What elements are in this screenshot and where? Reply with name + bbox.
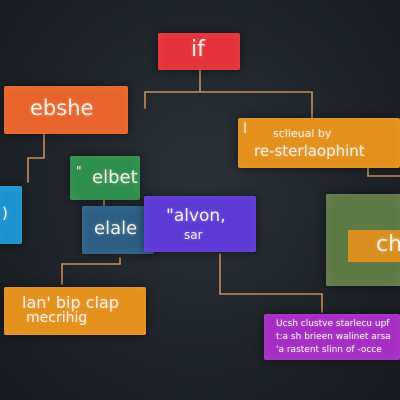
condition-line-1: sclieual by <box>273 127 332 140</box>
condition-prefix: I <box>243 121 248 137</box>
connector-cond-right <box>367 167 400 177</box>
alvon-line-1: "alvon, <box>166 206 226 226</box>
if-label: if <box>191 37 205 62</box>
lan-node[interactable]: lan' bip clap mecrihig <box>4 287 146 335</box>
ush-line-2: t:a sh brieen walinet arsa <box>276 332 391 342</box>
ush-line-1: Ucsh clustve starlecu upf <box>276 319 390 329</box>
ch-label: ch <box>376 232 400 257</box>
ush-node[interactable]: Ucsh clustve starlecu upf t:a sh brieen … <box>264 314 400 360</box>
elbet-mark: " <box>76 164 82 178</box>
elbet-label: elbet <box>92 167 138 188</box>
lan-line-2: mecrihig <box>26 310 88 326</box>
alvon-node[interactable]: "alvon, sar <box>144 196 256 252</box>
ch-inner-panel <box>348 230 400 262</box>
connector-elale-lan <box>61 257 121 285</box>
connector-if-cond <box>199 91 313 119</box>
ch-node[interactable]: ch <box>326 194 400 286</box>
connector-alvon-ush <box>219 253 323 313</box>
condition-node[interactable]: I sclieual by re-sterlaophint <box>238 118 400 168</box>
elbet-node[interactable]: " elbet <box>70 156 140 200</box>
if-node[interactable]: if <box>158 33 240 70</box>
else-node[interactable]: ebshe <box>4 86 128 134</box>
connector-if-down <box>144 67 201 109</box>
alvon-line-2: sar <box>184 228 203 242</box>
connector-else-left <box>27 133 45 183</box>
lan-line-1: lan' bip clap <box>22 293 119 312</box>
else-label: ebshe <box>30 96 94 120</box>
elale-label: elale <box>94 218 138 239</box>
condition-line-2: re-sterlaophint <box>254 142 365 160</box>
ush-line-3: 'a rastent slinn of -occe <box>276 345 382 355</box>
elale-node[interactable]: elale <box>82 206 154 254</box>
left-edge-label: ) <box>2 204 8 222</box>
left-edge-node[interactable]: ) <box>0 186 22 244</box>
